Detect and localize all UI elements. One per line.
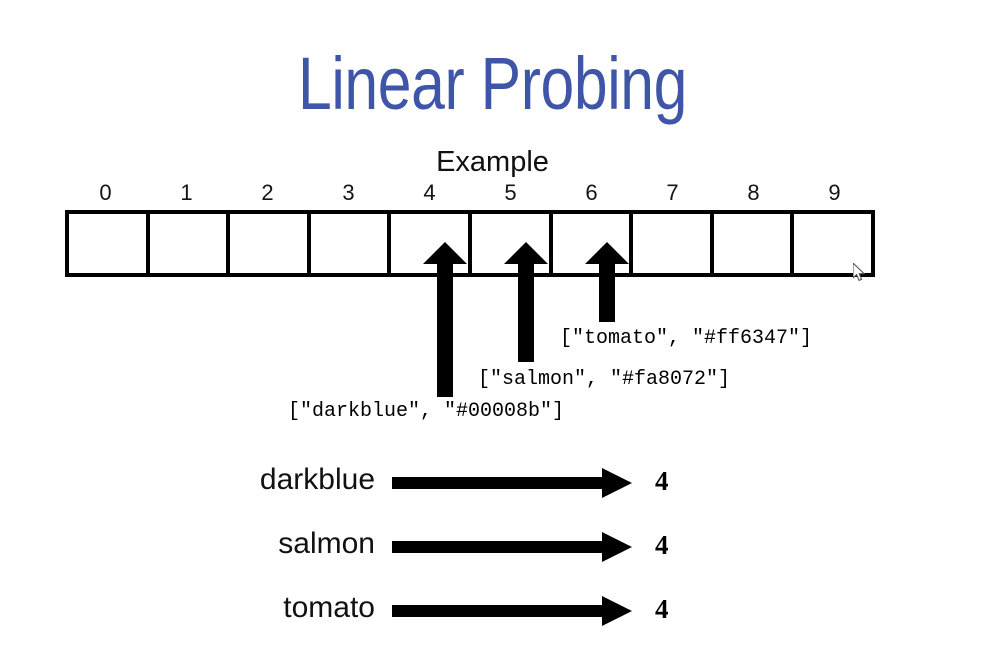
hash-row-key-salmon: salmon bbox=[278, 527, 375, 560]
array-index-7: 7 bbox=[666, 180, 679, 205]
hash-row-value-darkblue: 4 bbox=[655, 466, 669, 496]
hash-row-value-salmon: 4 bbox=[655, 530, 669, 560]
array-index-4: 4 bbox=[423, 180, 436, 205]
hash-table-array bbox=[65, 210, 875, 277]
hash-row-key-darkblue: darkblue bbox=[259, 463, 375, 496]
insert-label-darkblue: ["darkblue", "#00008b"] bbox=[288, 400, 565, 423]
hash-row-darkblue: darkblue 4 bbox=[110, 460, 670, 506]
array-cell-0[interactable] bbox=[69, 214, 150, 273]
array-index-5: 5 bbox=[504, 180, 517, 205]
insert-arrow-tomato bbox=[585, 242, 629, 322]
array-index-8: 8 bbox=[747, 180, 760, 205]
hash-row-key-tomato: tomato bbox=[283, 591, 375, 624]
hash-row-salmon: salmon 4 bbox=[110, 524, 670, 570]
insert-label-tomato: ["tomato", "#ff6347"] bbox=[560, 327, 813, 350]
array-index-2: 2 bbox=[261, 180, 274, 205]
insert-arrow-darkblue bbox=[423, 242, 467, 397]
hash-arrow-salmon bbox=[392, 532, 632, 562]
array-index-6: 6 bbox=[585, 180, 598, 205]
insert-arrow-salmon bbox=[504, 242, 548, 362]
array-cell-1[interactable] bbox=[149, 214, 231, 273]
array-index-1: 1 bbox=[180, 180, 193, 205]
array-index-9: 9 bbox=[828, 180, 841, 205]
array-cell-7[interactable] bbox=[633, 214, 714, 273]
page-title: Linear Probing bbox=[298, 42, 687, 125]
page-subtitle: Example bbox=[436, 146, 549, 178]
array-cell-8[interactable] bbox=[713, 214, 795, 273]
mouse-cursor-icon bbox=[853, 263, 867, 283]
array-cell-9[interactable] bbox=[794, 214, 871, 273]
insert-label-salmon: ["salmon", "#fa8072"] bbox=[478, 368, 731, 391]
array-index-0: 0 bbox=[99, 180, 112, 205]
hash-arrow-tomato bbox=[392, 596, 632, 626]
array-index-row: 0 1 2 3 4 5 6 7 8 9 bbox=[65, 180, 875, 208]
hash-row-value-tomato: 4 bbox=[655, 594, 669, 624]
array-cell-2[interactable] bbox=[230, 214, 311, 273]
hash-row-tomato: tomato 4 bbox=[110, 588, 670, 634]
array-index-3: 3 bbox=[342, 180, 355, 205]
hash-arrow-darkblue bbox=[392, 468, 632, 498]
array-cell-3[interactable] bbox=[310, 214, 392, 273]
